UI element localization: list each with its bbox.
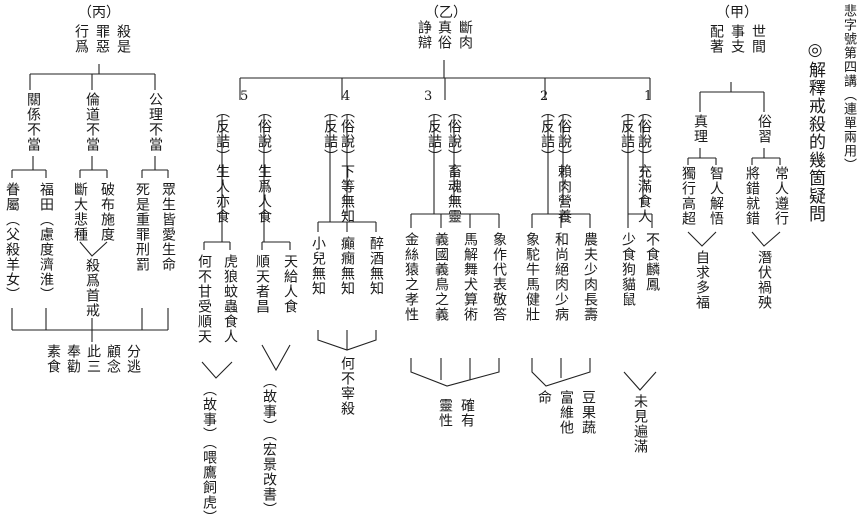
item-2-point-1: 農夫少肉長壽 [582,232,598,322]
tree-lines [11,60,781,391]
jia-col-2: 事支 [729,24,745,54]
yi-col-1: 斷肉 [457,20,473,50]
item-1-fan: （反詰） [619,104,635,164]
yi-col-2: 真俗 [436,20,452,50]
item-5-fan-point-1: 虎狼蚊蟲食人 [222,254,238,344]
item-5-su-conclusion: （故事）（宏景改書） [261,374,277,517]
item-1-su: （俗說）充滿食人 [636,104,652,224]
item-3-point-4: 金絲猿之孝性 [403,232,419,322]
item-5-fan-conclusion: （故事）（喂鷹飼虎） [201,382,217,525]
item-1-point-2: 少食狗貓鼠 [620,232,636,307]
item-4-number: 4 [342,89,351,104]
jia-col-3: 配著 [708,24,724,54]
bing-guanxi-point-2: 眷屬（父殺羊女） [4,182,20,302]
item-5-su-point-2: 順天者昌 [254,254,270,314]
lecture-header: 悲字號第四講（連單兩用） [841,4,856,172]
jia-zhen-conclusion: 自求多福 [694,250,710,310]
item-2-su: （俗說）賴肉營養 [556,104,572,224]
jia-zhen-point-2: 獨行高超 [680,166,696,226]
jia-col-1: 世間 [750,24,766,54]
jia-su-point-2: 將錯就錯 [744,166,760,226]
item-3-conclusion-2: 靈性 [437,398,453,428]
bing-daode-point-2: 斷大悲種 [72,182,88,242]
item-3-point-3: 義國義鳥之義 [433,232,449,322]
item-4-conclusion: 何不宰殺 [339,356,355,416]
item-5-fan: （反詰）生人亦食 [214,104,230,224]
item-5-number: 5 [240,89,249,104]
bing-gongli-label: 公理不當 [147,92,163,152]
bing-final-col-2: 顧念 [105,344,121,374]
jia-su-point-1: 常人遵行 [773,166,789,226]
bing-col-2: 罪惡 [94,24,110,54]
bing-gongli-point-1: 眾生皆愛生命 [160,182,176,272]
bing-daode-label: 倫道不當 [84,92,100,152]
item-5-su: （俗說）生爲人食 [256,104,272,224]
item-1-number: 1 [644,89,653,104]
bing-guanxi-label: 關係不當 [25,92,41,152]
bing-final-col-5: 素食 [45,344,61,374]
jia-su-conclusion: 潛伏禍殃 [756,250,772,310]
item-3-fan: （反詰） [426,104,442,164]
item-3-point-1: 象作代表敬答 [491,232,507,322]
item-3-conclusion-1: 確有 [459,398,475,428]
yi-col-3: 諍辯 [416,20,432,50]
item-2-number: 2 [540,89,549,104]
item-3-point-2: 馬解舞犬算術 [462,232,478,322]
item-2-point-3: 象駝牛馬健壯 [524,232,540,322]
jia-zhen-point-1: 智人解悟 [708,166,724,226]
page-title: ◎解釋戒殺的幾箇疑問 [805,40,825,223]
bing-daode-conclusion: 殺爲首戒 [84,258,100,318]
item-5-su-point-1: 天給人食 [282,254,298,314]
item-1-conclusion: 未見遍滿 [632,394,648,454]
section-bing-heading: （丙） [78,5,120,21]
bing-col-3: 行爲 [73,24,89,54]
section-jia-heading: （甲） [716,5,758,21]
item-2-conclusion-1: 豆果蔬 [580,390,596,435]
item-2-conclusion-3: 命 [536,390,552,405]
item-2-fan: （反詰） [539,104,555,164]
item-3-number: 3 [424,89,433,104]
section-yi-heading: （乙） [425,5,467,21]
item-4-point-1: 醉酒無知 [368,236,384,296]
item-4-su: （俗說）下等無知 [339,104,355,224]
bing-final-col-3: 此三 [85,344,101,374]
jia-su-label: 俗習 [756,114,772,144]
item-3-su: （俗說）畜魂無靈 [446,104,462,224]
bing-col-1: 殺是 [115,24,131,54]
bing-final-col-4: 奉勸 [65,344,81,374]
bing-guanxi-point-1: 福田（慮度濟淮） [38,182,54,302]
bing-gongli-point-2: 死是重罪刑罰 [134,182,150,272]
item-2-point-2: 和尚絕肉少病 [553,232,569,322]
item-2-conclusion-2: 富維他 [558,390,574,435]
bing-final-col-1: 分逃 [125,344,141,374]
item-5-fan-point-2: 何不甘受順天 [196,254,212,344]
item-4-fan: （反詰） [322,104,338,164]
item-1-point-1: 不食麟鳳 [644,232,660,292]
item-4-point-2: 癲癇無知 [339,236,355,296]
item-4-point-3: 小兒無知 [310,236,326,296]
jia-zhen-label: 真理 [692,114,708,144]
bing-daode-point-1: 破布施度 [99,182,115,242]
